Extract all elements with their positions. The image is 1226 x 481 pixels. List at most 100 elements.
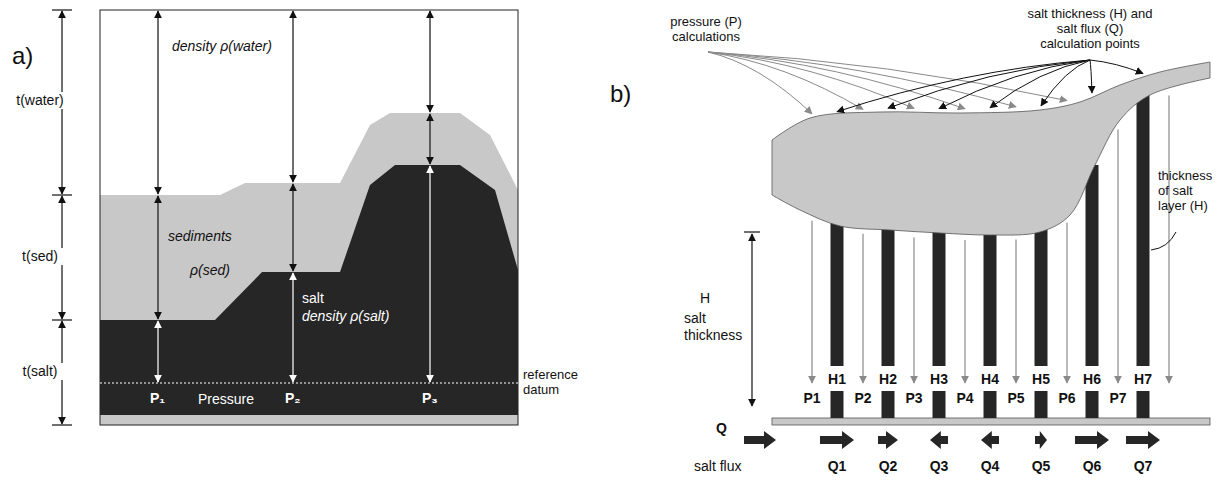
pressure-arrow [913,237,914,383]
leader-line [1151,232,1176,250]
thickness-arrow [429,114,430,164]
flux-arrow [1075,431,1109,449]
dimension-label: t(sed) [13,248,67,265]
flux-point: Q6 [1075,458,1109,475]
thickness-point: H5 [1026,371,1056,388]
thickness-point: H1 [822,371,852,388]
salt-thickness-bar [984,391,997,418]
pressure-point: P7 [1103,390,1133,407]
dimension-tick [52,9,72,10]
salt-thickness-bar [933,391,946,418]
thickness-arrow [157,196,158,319]
dimension-label: t(salt) [13,363,67,380]
flux-point: Q5 [1024,458,1058,475]
thickness-point: H4 [975,371,1005,388]
callout-label: pressure (P) calculations [647,14,765,44]
salt-thickness-bar [933,227,946,366]
datum-line [100,382,518,383]
callout-line [708,52,1016,107]
salt-thickness-bar [1086,165,1099,366]
callout-line [1041,60,1090,106]
thickness-point: H2 [873,371,903,388]
flux-point: Q1 [820,458,854,475]
water-layer [100,10,518,425]
callout-label: thickness of salt layer (H) [1158,168,1222,213]
salt-thickness-bar [831,219,844,366]
pressure-point: P3 [899,390,929,407]
dimension-tick [52,319,72,320]
callout-line [1090,60,1092,93]
panel-frame [100,10,518,425]
thickness-arrow [157,321,158,382]
flux-point: Q4 [973,458,1007,475]
thickness-arrow [292,184,293,271]
layer-label: ρ(sed) [190,262,260,279]
pressure-point: P1 [797,390,827,407]
flux-point: Q3 [922,458,956,475]
callout-line [939,60,1090,109]
panel-letter: b) [610,80,644,108]
pressure-arrow [811,221,812,383]
base-plate [772,418,1210,425]
sediment-layer [100,113,518,425]
pressure-arrow [964,240,965,383]
pressure-point: P₁ [150,390,174,407]
pressure-arrow [862,234,863,383]
flux-arrow [1035,431,1047,449]
callout-label: salt thickness (H) and salt flux (Q) cal… [1026,6,1154,51]
pressure-label: Pressure [198,391,278,408]
pressure-point: P₂ [285,390,309,407]
flux-point: Q2 [871,458,905,475]
flux-arrow [1126,431,1160,449]
salt-thickness-bar [1137,95,1150,366]
callout-line [708,52,965,109]
salt-thickness-bar [1035,391,1048,418]
base-layer [100,415,518,425]
axis-label: salt thickness [684,310,750,344]
layer-label: sediments [168,228,258,245]
pressure-arrow [1117,130,1118,383]
dimension-tick [52,424,72,425]
pressure-point: P₃ [422,390,446,407]
pressure-point: P4 [950,390,980,407]
flux-arrow [878,431,898,449]
dimension-arrow [751,234,752,406]
layer-label: density ρ(water) [172,38,290,55]
axis-label: H [700,290,720,307]
dimension-label: t(water) [9,92,71,109]
pressure-arrow [1168,96,1169,383]
thickness-arrow [429,166,430,382]
axis-label: Q [716,420,736,437]
pressure-arrow [1066,223,1067,383]
salt-thickness-bar [831,391,844,418]
salt-thickness-bar [1086,391,1099,418]
flux-point: Q7 [1126,458,1160,475]
flux-arrow [820,431,854,449]
dimension-tick [52,194,72,195]
pressure-point: P6 [1052,390,1082,407]
pressure-point: P5 [1001,390,1031,407]
dimension-tick [744,231,760,232]
callout-line [837,60,1090,112]
pressure-point: P2 [848,390,878,407]
callout-line [888,60,1090,108]
thickness-point: H7 [1128,371,1158,388]
axis-label: salt flux [694,458,768,475]
flux-arrow [981,431,999,449]
thickness-arrow [292,11,293,182]
callout-line [1090,60,1143,74]
flux-arrow [744,431,776,449]
salt-thickness-bar [984,229,997,366]
datum-label: reference datum [523,367,613,397]
salt-thickness-bar [882,391,895,418]
callout-line [990,60,1090,108]
callout-line [708,52,1067,101]
layer-label: density ρ(salt) [302,308,424,325]
pressure-arrow [1015,239,1016,383]
thickness-arrow [292,273,293,382]
thickness-arrow [429,11,430,112]
thickness-point: H6 [1077,371,1107,388]
flux-arrow [930,431,948,449]
